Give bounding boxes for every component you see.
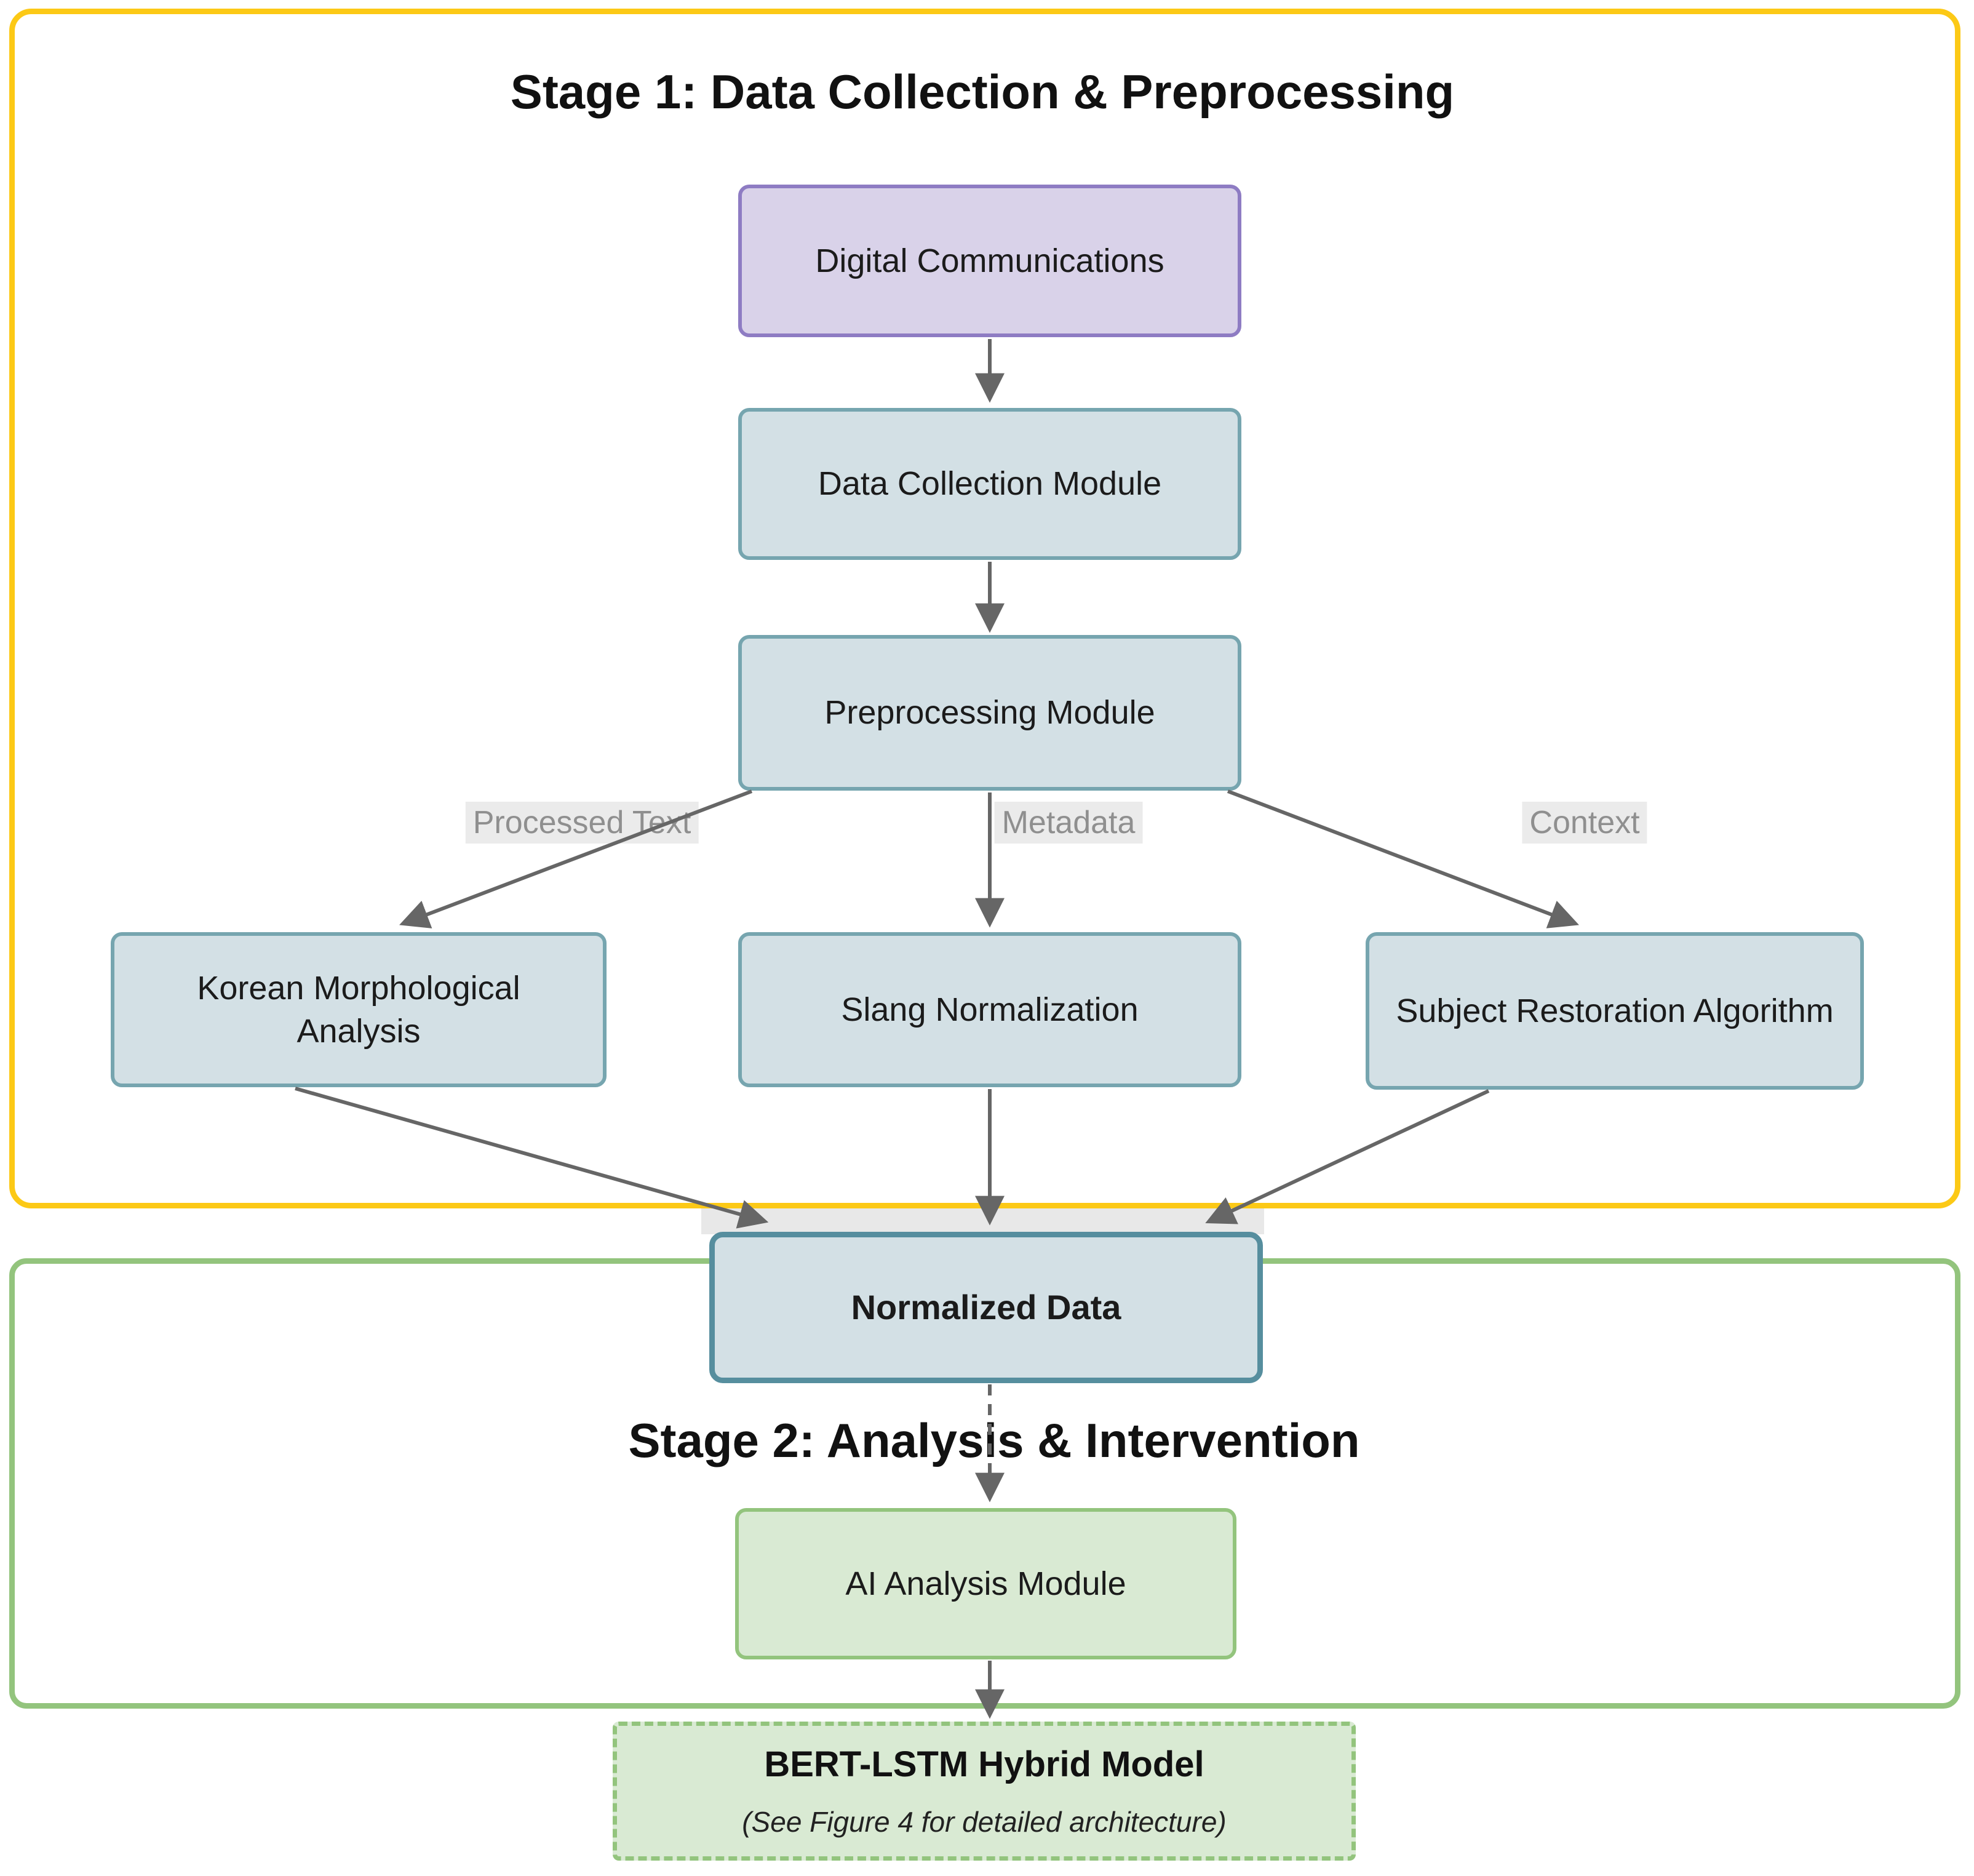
node-label: Slang Normalization	[841, 991, 1139, 1028]
node-label: Preprocessing Module	[824, 694, 1155, 732]
node-label: AI Analysis Module	[845, 1565, 1126, 1602]
node-label: Digital Communications	[815, 242, 1164, 279]
node-ai-analysis-module: AI Analysis Module	[735, 1508, 1236, 1659]
node-label: Korean Morphological Analysis	[197, 969, 520, 1050]
node-label: Normalized Data	[851, 1287, 1121, 1327]
stage2-title: Stage 2: Analysis & Intervention	[628, 1413, 1360, 1467]
stage1-title: Stage 1: Data Collection & Preprocessing	[510, 65, 1455, 119]
node-label: Data Collection Module	[818, 465, 1162, 503]
node-korean-morphological-analysis: Korean Morphological Analysis	[111, 932, 607, 1087]
node-bert-lstm-hybrid-model: BERT-LSTM Hybrid Model (See Figure 4 for…	[613, 1722, 1356, 1861]
node-subtitle: (See Figure 4 for detailed architecture)	[742, 1805, 1227, 1838]
merge-band	[701, 1208, 1264, 1234]
node-digital-communications: Digital Communications	[738, 185, 1241, 337]
edge-label-processed-text: Processed Text	[465, 802, 699, 844]
node-normalized-data: Normalized Data	[709, 1232, 1263, 1383]
node-slang-normalization: Slang Normalization	[738, 932, 1241, 1087]
node-label: BERT-LSTM Hybrid Model	[764, 1744, 1204, 1785]
edge-label-metadata: Metadata	[994, 802, 1143, 844]
node-preprocessing-module: Preprocessing Module	[738, 635, 1241, 791]
node-data-collection-module: Data Collection Module	[738, 408, 1241, 560]
node-label: Subject Restoration Algorithm	[1396, 992, 1834, 1029]
node-subject-restoration-algorithm: Subject Restoration Algorithm	[1366, 932, 1864, 1090]
edge-label-context: Context	[1522, 802, 1647, 844]
